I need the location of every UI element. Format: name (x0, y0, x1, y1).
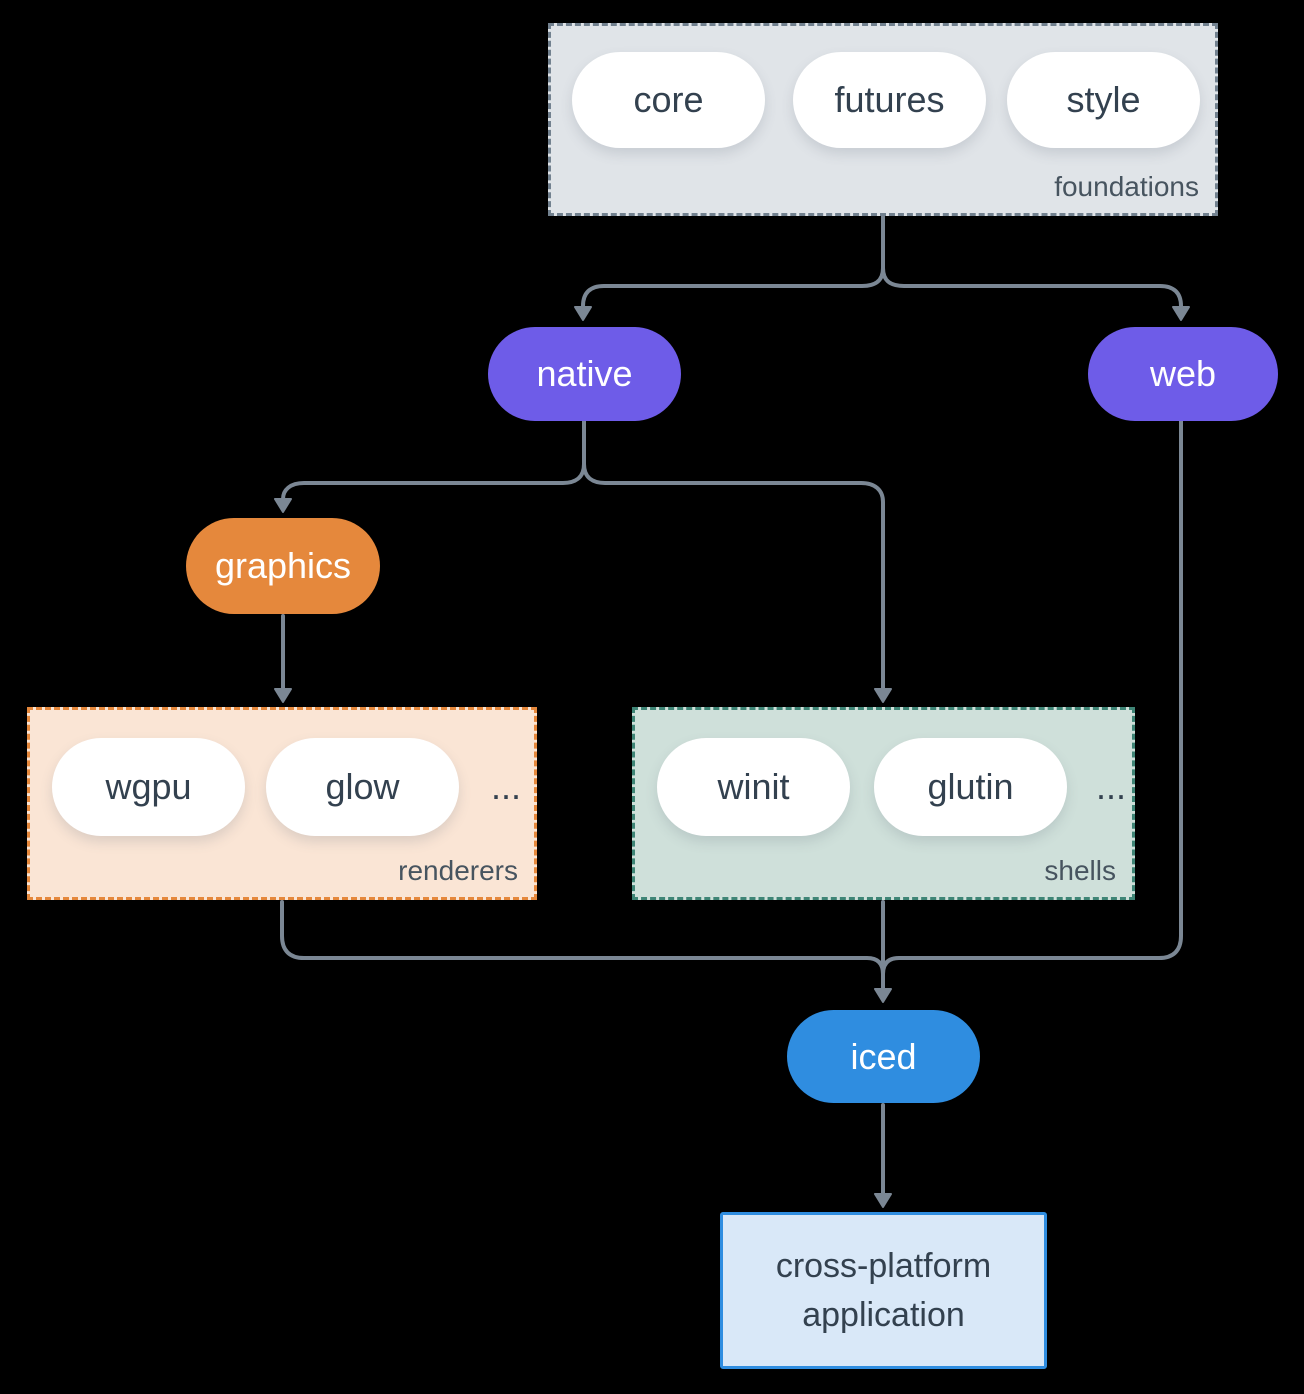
node-graphics: graphics (186, 518, 380, 614)
arrowhead-graphics (274, 498, 292, 513)
arrowhead-web (1172, 306, 1190, 321)
node-style: style (1007, 52, 1200, 148)
node-wgpu: wgpu (52, 738, 245, 836)
node-glow: glow (266, 738, 459, 836)
edge-foundations-native (581, 266, 885, 308)
node-futures-label: futures (834, 79, 945, 120)
renderers-ellipsis: ... (490, 766, 521, 807)
arrowhead-renderers (274, 688, 292, 703)
node-style-label: style (1066, 79, 1141, 120)
node-core-label: core (633, 79, 704, 120)
node-native-label: native (536, 353, 633, 394)
node-glutin: glutin (874, 738, 1067, 836)
node-graphics-label: graphics (214, 545, 352, 586)
group-shells-label: shells (1044, 855, 1116, 886)
node-web-label: web (1149, 353, 1217, 394)
edge-native-shells (582, 462, 885, 691)
node-winit-label: winit (717, 766, 790, 807)
node-web: web (1088, 327, 1278, 421)
node-winit: winit (657, 738, 850, 836)
edge-foundations-web (881, 266, 1183, 308)
group-shells: winit glutin ... shells (632, 707, 1135, 900)
arrowhead-application (874, 1193, 892, 1208)
node-iced: iced (787, 1010, 980, 1103)
edge-renderers-merge (280, 900, 885, 976)
arrowhead-iced (874, 988, 892, 1003)
node-glow-label: glow (325, 766, 400, 807)
node-native: native (488, 327, 681, 421)
group-renderers-label: renderers (398, 855, 518, 886)
edge-native-graphics (281, 462, 586, 501)
node-cross-platform-application: cross-platform application (720, 1212, 1047, 1369)
application-label-line1: cross-platform (775, 1247, 992, 1286)
application-label-line2: application (802, 1295, 965, 1334)
node-wgpu-label: wgpu (105, 766, 192, 807)
node-futures: futures (793, 52, 986, 148)
node-iced-label: iced (850, 1035, 917, 1077)
node-core: core (572, 52, 765, 148)
node-glutin-label: glutin (927, 766, 1014, 807)
group-foundations: core futures style foundations (548, 23, 1218, 216)
arrowhead-shells (874, 688, 892, 703)
group-renderers: wgpu glow ... renderers (27, 707, 537, 900)
shells-ellipsis: ... (1095, 766, 1126, 807)
arrowhead-native (574, 306, 592, 321)
group-foundations-label: foundations (1054, 171, 1199, 202)
